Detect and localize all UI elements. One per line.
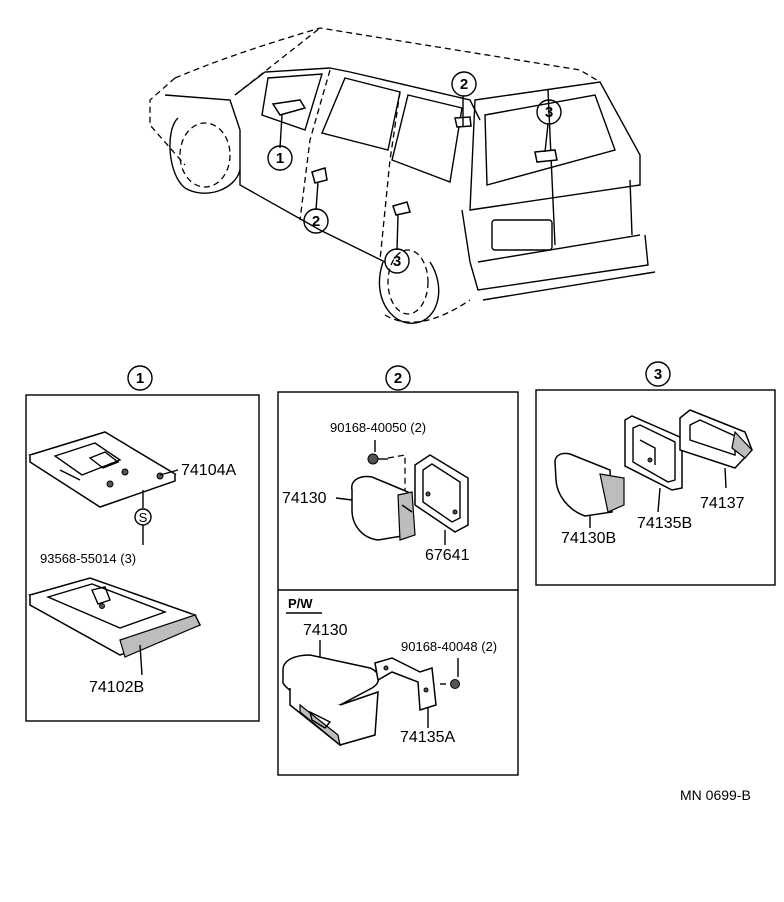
pw-bracket-part — [374, 657, 437, 711]
group-2-marker: 2 — [385, 365, 411, 391]
console-tray-part — [27, 577, 202, 658]
ashtray-74130B-part — [554, 452, 625, 517]
console-lid-part — [28, 431, 177, 508]
svg-text:1: 1 — [276, 150, 284, 167]
svg-text:2: 2 — [394, 370, 402, 387]
ashtray-74130-part — [351, 475, 416, 541]
svg-text:3: 3 — [545, 104, 553, 121]
vehicle-illustration — [149, 27, 656, 324]
pw-ashtray-part — [282, 654, 380, 747]
part-74130-label: 74130 — [282, 490, 327, 507]
group-1-marker: 1 — [127, 365, 153, 391]
pw-74130-label: 74130 — [303, 622, 348, 639]
pw-90168-40048-label: 90168-40048 (2) — [401, 639, 497, 654]
part-74104A-label: 74104A — [181, 462, 236, 479]
svg-text:3: 3 — [393, 253, 401, 270]
svg-text:3: 3 — [654, 366, 662, 383]
part-90168-40050-label: 90168-40050 (2) — [330, 420, 426, 435]
part-74102B-label: 74102B — [89, 679, 144, 696]
diagram-code: MN 0699-B — [680, 787, 751, 803]
part-74130B-label: 74130B — [561, 530, 616, 547]
cover-74137-part — [679, 409, 753, 469]
group-2-box — [277, 391, 519, 776]
pw-74135A-label: 74135A — [400, 729, 455, 746]
group-1-box — [25, 394, 260, 722]
callout-2-rear: 2 — [451, 71, 477, 97]
group-3-marker: 3 — [645, 361, 671, 387]
svg-text:2: 2 — [312, 213, 320, 230]
screw-symbol: S — [139, 510, 148, 525]
frame-67641-part — [414, 454, 469, 533]
part-74135B-label: 74135B — [637, 515, 692, 532]
screw-part — [367, 453, 388, 465]
svg-text:1: 1 — [136, 370, 144, 387]
callout-3-rear: 3 — [536, 99, 562, 125]
housing-74135B-part — [624, 415, 683, 491]
part-74137-label: 74137 — [700, 495, 745, 512]
callout-2-front: 2 — [303, 208, 329, 234]
callout-1: 1 — [267, 145, 293, 171]
pw-screw-part — [440, 679, 460, 689]
svg-text:2: 2 — [460, 76, 468, 93]
part-93568-label: 93568-55014 (3) — [40, 551, 136, 566]
callout-3-side: 3 — [384, 248, 410, 274]
group-3-box — [535, 389, 776, 586]
pw-heading: P/W — [288, 596, 313, 611]
part-67641-label: 67641 — [425, 547, 470, 564]
